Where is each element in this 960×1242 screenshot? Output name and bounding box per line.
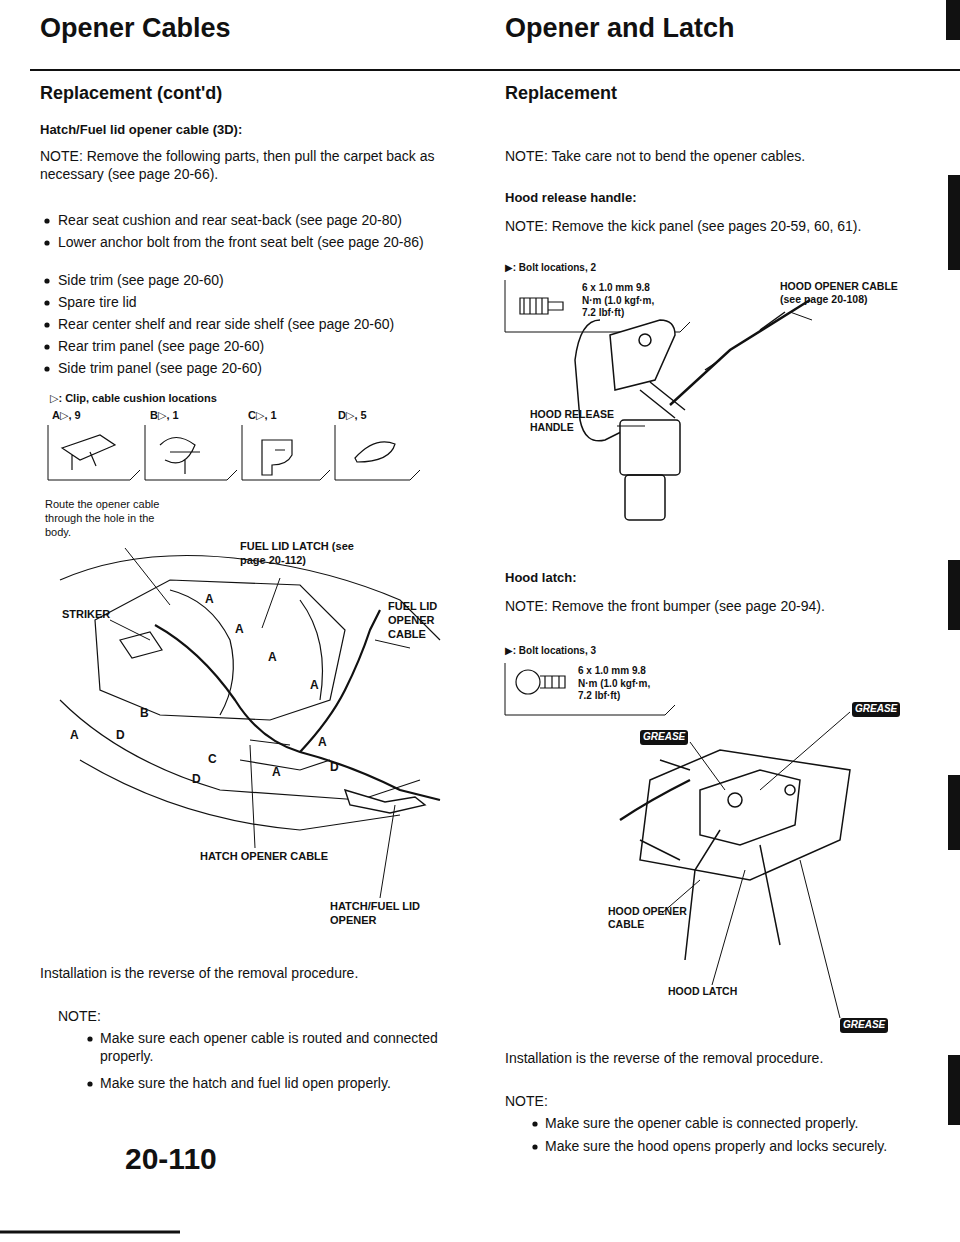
grease-mark: GREASE	[840, 1018, 888, 1033]
part-label: FUEL LID OPENER CABLE	[388, 600, 453, 641]
callout-count: A▷, 9	[52, 409, 81, 423]
callout-letter: A	[235, 622, 244, 637]
symbol-key: ▶: Bolt locations, 3	[505, 645, 596, 658]
subheading: Hatch/Fuel lid opener cable (3D):	[40, 122, 242, 138]
page-number: 20-110	[125, 1140, 217, 1178]
part-label: STRIKER	[62, 608, 110, 622]
part-label: HOOD OPENER CABLE	[608, 905, 693, 931]
callout-letter: A	[205, 592, 214, 607]
note: Route the opener cable through the hole …	[45, 498, 170, 539]
part-label: HOOD OPENER CABLE (see page 20-108)	[780, 280, 900, 306]
note: Installation is the reverse of the remov…	[505, 1050, 823, 1068]
callout-letter: B	[140, 706, 149, 721]
callout-letter: D	[116, 728, 125, 743]
section-heading: Replacement (cont'd)	[40, 82, 222, 105]
note: NOTE: Remove the front bumper (see page …	[505, 598, 825, 616]
subheading: Hood release handle:	[505, 190, 636, 206]
bullet-item: Make sure the hood opens properly and lo…	[545, 1138, 887, 1156]
bullet-item: Make sure the opener cable is connected …	[545, 1115, 858, 1133]
callout-letter: D	[330, 760, 339, 775]
part-label: HATCH/FUEL LID OPENER	[330, 900, 445, 928]
callout-letter: A	[272, 765, 281, 780]
bullet-item: Spare tire lid	[58, 294, 137, 312]
note-heading: NOTE:	[505, 1093, 548, 1111]
note: Installation is the reverse of the remov…	[40, 965, 358, 983]
note: NOTE: Take care not to bend the opener c…	[505, 148, 805, 166]
bullet-item: Rear seat cushion and rear seat-back (se…	[58, 212, 402, 230]
callout-letter: D	[192, 772, 201, 787]
callout-letter: A	[70, 728, 79, 743]
note: NOTE: Remove the kick panel (see pages 2…	[505, 218, 861, 236]
part-label: HATCH OPENER CABLE	[200, 850, 328, 864]
section-heading: Replacement	[505, 82, 617, 105]
callout-letter: A	[318, 735, 327, 750]
bullet-item: Side trim (see page 20-60)	[58, 272, 224, 290]
bullet-item: Make sure each opener cable is routed an…	[100, 1030, 445, 1065]
page-heading: Opener Cables	[40, 12, 231, 46]
part-label: HOOD RELEASE HANDLE	[530, 408, 640, 434]
callout-count: D▷, 5	[338, 409, 367, 423]
callout-count: C▷, 1	[248, 409, 277, 423]
symbol-key: ▶: Bolt locations, 2	[505, 262, 596, 275]
subheading: Hood latch:	[505, 570, 577, 586]
bullet-item: Rear center shelf and rear side shelf (s…	[58, 316, 394, 334]
callout-letter: A	[310, 678, 319, 693]
grease-mark: GREASE	[640, 730, 688, 745]
note: NOTE: Remove the following parts, then p…	[40, 148, 440, 183]
bullet-item: Lower anchor bolt from the front seat be…	[58, 234, 424, 252]
note-heading: NOTE:	[58, 1008, 101, 1026]
symbol-key: ▷: Clip, cable cushion locations	[50, 392, 217, 406]
page-heading: Opener and Latch	[505, 12, 735, 46]
callout-count: B▷, 1	[150, 409, 179, 423]
part-label: FUEL LID LATCH (see page 20-112)	[240, 540, 380, 568]
callout-letter: A	[268, 650, 277, 665]
bullet-item: Rear trim panel (see page 20-60)	[58, 338, 264, 356]
part-label: HOOD LATCH	[668, 985, 737, 998]
torque-spec: 6 x 1.0 mm 9.8 N·m (1.0 kgf·m, 7.2 lbf·f…	[582, 282, 667, 320]
bullet-item: Side trim panel (see page 20-60)	[58, 360, 262, 378]
callout-letter: C	[208, 752, 217, 767]
grease-mark: GREASE	[852, 702, 900, 717]
torque-spec: 6 x 1.0 mm 9.8 N·m (1.0 kgf·m, 7.2 lbf·f…	[578, 665, 663, 703]
bullet-item: Make sure the hatch and fuel lid open pr…	[100, 1075, 391, 1093]
